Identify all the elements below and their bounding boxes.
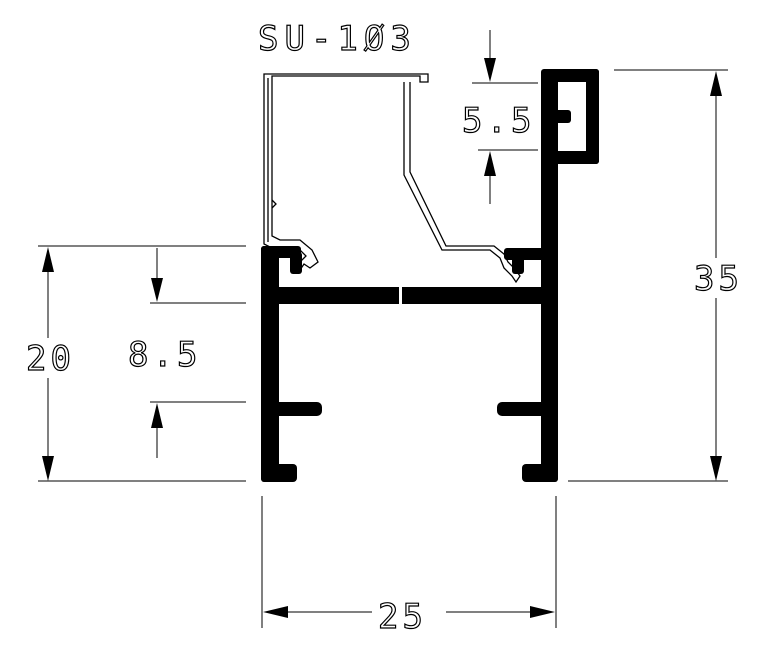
dimension-label-top-slot: 5.5: [462, 101, 535, 141]
dimension-label-overall-height: 35: [694, 259, 743, 299]
dimension-label-width: 25: [378, 597, 427, 637]
dimension-lower-height: 20: [25, 245, 246, 482]
insert-profile: [263, 73, 521, 284]
dimension-channel-gap: 8.5: [127, 248, 246, 458]
dimension-label-lower-height: 20: [26, 339, 75, 379]
dimension-width: 25: [261, 496, 557, 638]
dimension-label-channel-gap: 8.5: [128, 335, 201, 375]
profile-title: SU-1Ø3: [258, 19, 417, 59]
dimension-top-slot: 5.5: [461, 30, 538, 204]
main-profile: [261, 69, 599, 482]
dimension-overall-height: 35: [568, 69, 743, 482]
